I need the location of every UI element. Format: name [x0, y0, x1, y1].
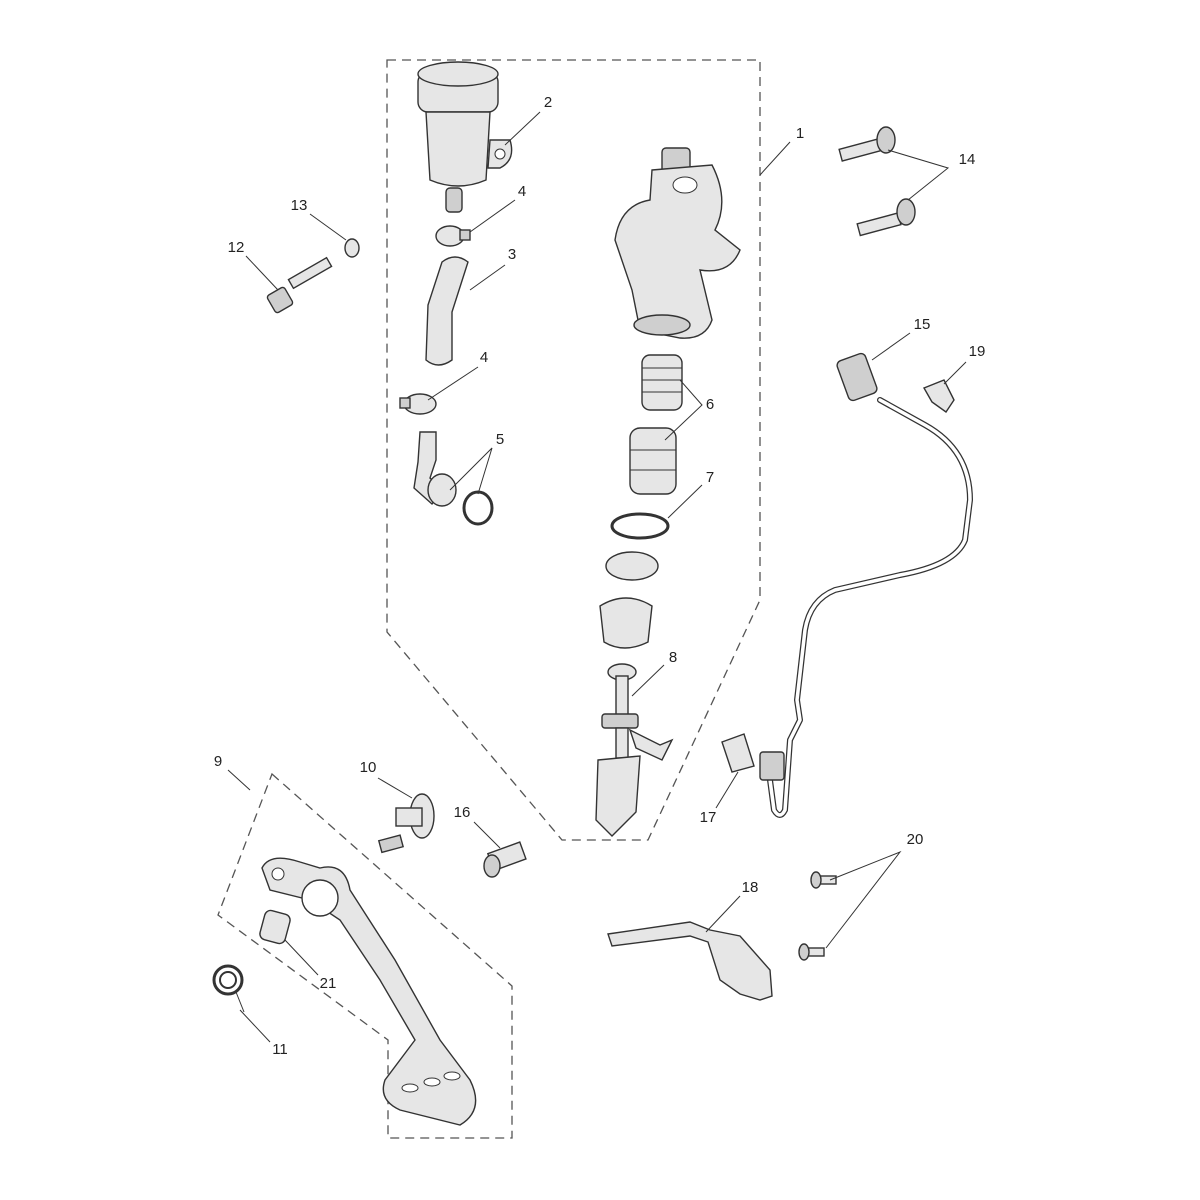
- callout-17: 17: [700, 809, 717, 826]
- washer-13-part[interactable]: [344, 238, 360, 258]
- leader-lines: [227, 111, 967, 1043]
- pedal-assembly-boundary: [217, 772, 513, 1139]
- circlip-part[interactable]: [610, 512, 670, 540]
- callout-10: 10: [360, 759, 377, 776]
- callout-3: 3: [508, 246, 516, 263]
- return-spring-part[interactable]: [212, 964, 245, 1013]
- washer-part[interactable]: [605, 551, 659, 581]
- callout-8: 8: [669, 649, 677, 666]
- callout-11: 11: [272, 1041, 288, 1058]
- callout-14: 14: [959, 151, 976, 168]
- hose-clip-lower-part[interactable]: [399, 393, 437, 415]
- callout-15: 15: [914, 316, 931, 333]
- callout-20: 20: [907, 831, 924, 848]
- callout-13: 13: [291, 197, 308, 214]
- callout-19: 19: [969, 343, 986, 360]
- bush-part[interactable]: [259, 909, 292, 945]
- callout-9: 9: [214, 753, 222, 770]
- brake-light-switch-harness-part[interactable]: [759, 352, 973, 818]
- hose-clip-upper-part[interactable]: [435, 225, 471, 247]
- clevis-pin-part[interactable]: [483, 841, 527, 878]
- dust-boot-part[interactable]: [599, 597, 653, 649]
- callout-4-lower: 4: [480, 349, 488, 366]
- brake-pedal-part[interactable]: [261, 857, 477, 1126]
- reservoir-part[interactable]: [417, 61, 513, 213]
- master-cylinder-body-part[interactable]: [614, 147, 741, 339]
- callout-6: 6: [706, 396, 714, 413]
- callout-12: 12: [228, 239, 245, 256]
- bolt-part[interactable]: [266, 256, 333, 314]
- spring-and-piston-part[interactable]: [629, 354, 683, 495]
- bracket-part[interactable]: [607, 921, 773, 1001]
- pivot-bolt-part[interactable]: [377, 793, 435, 854]
- switch-clip-part[interactable]: [721, 733, 755, 773]
- callout-2: 2: [544, 94, 552, 111]
- screws-20-part[interactable]: [798, 871, 837, 961]
- elbow-and-seal-part[interactable]: [413, 431, 494, 526]
- callout-21: 21: [320, 975, 337, 992]
- callout-4-upper: 4: [518, 183, 526, 200]
- push-rod-clevis-part[interactable]: [595, 663, 674, 837]
- reservoir-hose-part[interactable]: [425, 256, 469, 366]
- callout-5: 5: [496, 431, 504, 448]
- callout-18: 18: [742, 879, 759, 896]
- harness-clip-part[interactable]: [922, 379, 955, 413]
- callout-1: 1: [796, 125, 804, 142]
- callout-16: 16: [454, 804, 471, 821]
- master-cylinder-assembly-boundary: [386, 59, 761, 841]
- callout-7: 7: [706, 469, 714, 486]
- bolts-14-part[interactable]: [838, 126, 916, 237]
